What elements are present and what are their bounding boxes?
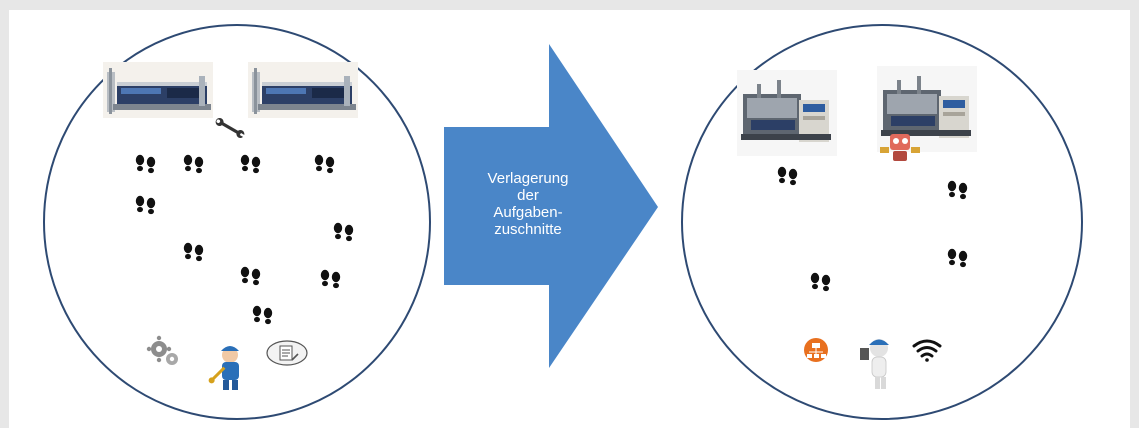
right-panel (681, 24, 1083, 420)
robot-icon (880, 134, 920, 161)
left-panel (43, 24, 431, 420)
network-icon (804, 338, 828, 362)
transfer-arrow (444, 44, 658, 368)
weaving-machine-icon (103, 62, 213, 118)
document-icon (266, 340, 308, 366)
wifi-icon (912, 339, 942, 362)
left-circle (43, 24, 431, 420)
worker-with-tablet-icon (860, 339, 889, 389)
arrow-label-line: zuschnitte (494, 221, 562, 238)
mechanic-icon (208, 346, 239, 390)
modern-weaving-machine-icon (737, 70, 837, 156)
weaving-machine-icon (248, 62, 358, 118)
gears-icon (146, 335, 178, 365)
wrench-icon (215, 118, 246, 138)
arrow-label: Verlagerung der Aufgaben- zuschnitte (448, 170, 608, 238)
arrow-label-line: Verlagerung (487, 170, 569, 187)
arrow-label-line: der (517, 187, 539, 204)
arrow-label-line: Aufgaben- (493, 204, 563, 221)
